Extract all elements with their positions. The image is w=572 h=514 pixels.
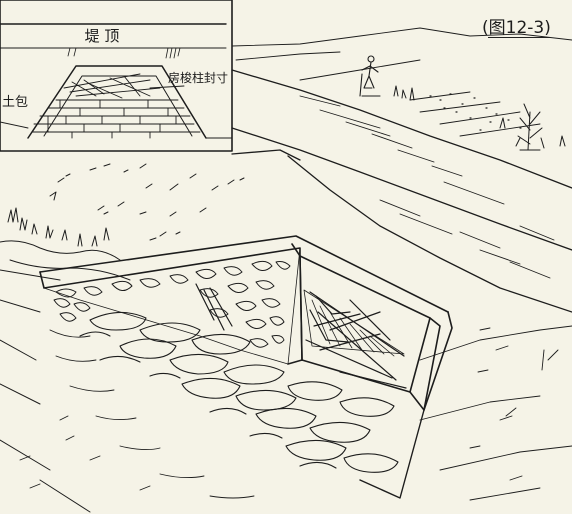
inset-stone-fill — [31, 99, 201, 139]
inset-side-label: 土包 — [2, 95, 28, 110]
inset-section — [27, 65, 207, 139]
inset-pointer — [149, 85, 185, 89]
grass-left — [0, 163, 245, 281]
cut-face-hatch — [303, 289, 405, 357]
inset-frame — [0, 0, 233, 152]
stone-masonry — [43, 247, 301, 365]
distant-stipple — [429, 93, 522, 131]
cutaway-frame — [39, 235, 453, 499]
shrubs-top — [393, 85, 566, 147]
inset-top-label: 堤 顶 — [85, 27, 120, 45]
background-landscape — [231, 27, 572, 137]
inset-diagram — [0, 0, 233, 152]
dike-lines — [0, 69, 572, 513]
foreground-texture — [19, 327, 559, 499]
inset-branches — [63, 73, 161, 99]
person-figure — [359, 55, 381, 97]
tree — [515, 103, 545, 151]
sandbag-rows — [79, 311, 399, 473]
inset-labels: 堤 顶 土包 房梭柱封寸 — [2, 27, 228, 110]
figure-number-text: (图12-3) — [482, 18, 551, 38]
figure-number: (图12-3) — [482, 13, 551, 38]
figure-number-underline — [488, 37, 551, 38]
inset-pointer-label: 房梭柱封寸 — [168, 70, 228, 85]
